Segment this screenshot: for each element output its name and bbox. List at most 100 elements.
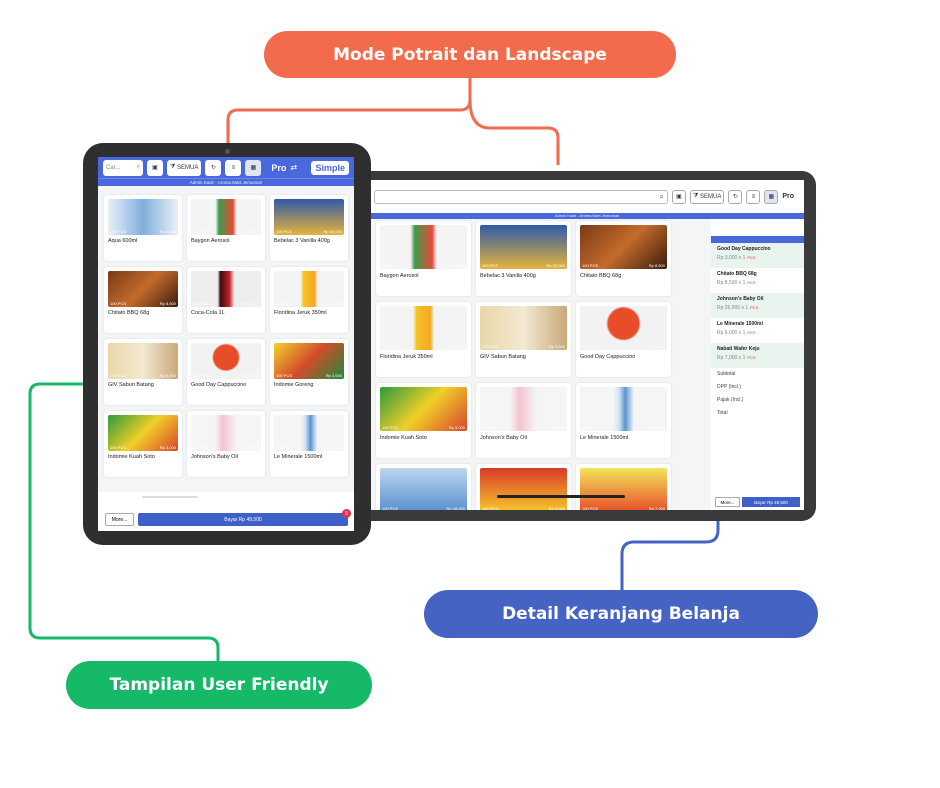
- refresh-icon[interactable]: ↻: [205, 159, 222, 176]
- product-stock: 100 PCS: [110, 229, 127, 234]
- landscape-toolbar: ⌕ ▣ ⧩ SEMUA ↻ ≡ ▦ Pro: [370, 180, 804, 213]
- cart-item-unit: PCS: [750, 305, 759, 310]
- product-stock: 100 PCS: [193, 373, 210, 378]
- status-bar: Admin Kasir - Aroma Mart Jemursari: [370, 213, 804, 219]
- list-icon[interactable]: ≡: [746, 189, 761, 204]
- product-name: Floridina Jeruk 350ml: [274, 310, 327, 316]
- list-icon[interactable]: ≡: [225, 159, 242, 176]
- pay-button[interactable]: Bayar Rp 49,500: [138, 513, 348, 526]
- filter-button[interactable]: ⧩ SEMUA: [167, 159, 202, 176]
- product-image: 100 PCS Rp 3,500: [480, 306, 567, 350]
- product-name: Floridina Jeruk 350ml: [380, 354, 433, 360]
- product-price: Rp 3,500: [548, 344, 565, 349]
- more-button[interactable]: More...: [715, 497, 740, 507]
- cart-item-unit: PCS: [747, 280, 756, 285]
- toggle-icon[interactable]: ⇄: [290, 163, 298, 172]
- simple-mode-button[interactable]: Simple: [311, 160, 349, 175]
- search-input[interactable]: ⌕: [374, 189, 668, 204]
- scroll-indicator[interactable]: [142, 496, 198, 498]
- cart-header: [711, 236, 804, 243]
- cart-item-name: Johnson's Baby Oil: [717, 296, 764, 302]
- product-price: Rp 92,000: [546, 263, 565, 268]
- grid-icon[interactable]: ▦: [764, 189, 779, 204]
- cart-item-price-qty: Rp 8,500 x 1: [717, 280, 746, 286]
- landscape-tablet: ⌕ ▣ ⧩ SEMUA ↻ ≡ ▦ Pro Admin Kasir - Arom…: [336, 171, 816, 521]
- product-stock: 100 PCS: [382, 263, 399, 268]
- portrait-footer: More... Bayar Rp 49,500 5: [98, 492, 354, 531]
- dpp-label: DPP (Incl.): [717, 384, 742, 390]
- cart-item-price-qty: Rp 25,000 x 1: [717, 305, 749, 311]
- archive-icon[interactable]: ▣: [672, 189, 686, 204]
- search-placeholder: Car...: [106, 164, 121, 171]
- product-stock: 100 PCS: [582, 506, 599, 510]
- search-icon[interactable]: ⌕: [659, 191, 664, 201]
- product-name: Indomie Kuah Soto: [108, 454, 155, 460]
- search-input[interactable]: Car... ⌕: [103, 159, 143, 176]
- filter-button[interactable]: ⧩ SEMUA: [690, 189, 725, 204]
- product-stock: 100 PCS: [110, 373, 127, 378]
- product-stock: 100 PCS: [482, 506, 499, 510]
- product-price: Rp 3,000: [548, 506, 565, 510]
- product-stock: 100 PCS: [276, 445, 293, 450]
- product-image: 100 PCS Rp 3,000: [480, 468, 567, 510]
- product-name: Le Minerale 1500ml: [580, 435, 629, 441]
- more-button[interactable]: More...: [105, 513, 134, 526]
- refresh-icon[interactable]: ↻: [728, 189, 743, 204]
- search-icon[interactable]: ⌕: [136, 164, 140, 170]
- pro-label[interactable]: Pro: [271, 162, 287, 173]
- product-stock: 100 PCS: [110, 301, 127, 306]
- cart-item-price-qty: Rp 6,000 x 1: [717, 330, 746, 336]
- product-name: Baygon Aerosol: [380, 273, 419, 279]
- product-name: Baygon Aerosol: [191, 238, 230, 244]
- product-price: Rp 3,000: [448, 425, 465, 430]
- product-name: GIV Sabun Batang: [480, 354, 526, 360]
- archive-icon[interactable]: ▣: [147, 159, 163, 176]
- pay-button[interactable]: Bayar Rp 49,500: [742, 497, 800, 507]
- product-name: Johnson's Baby Oil: [480, 435, 527, 441]
- product-price: Rp 8,500: [159, 301, 176, 306]
- grid-icon[interactable]: ▦: [245, 159, 262, 176]
- product-stock: 100 PCS: [582, 344, 599, 349]
- product-card[interactable]: 100 PCS Rp 3,000: [476, 464, 571, 510]
- product-stock: 100 PCS: [482, 344, 499, 349]
